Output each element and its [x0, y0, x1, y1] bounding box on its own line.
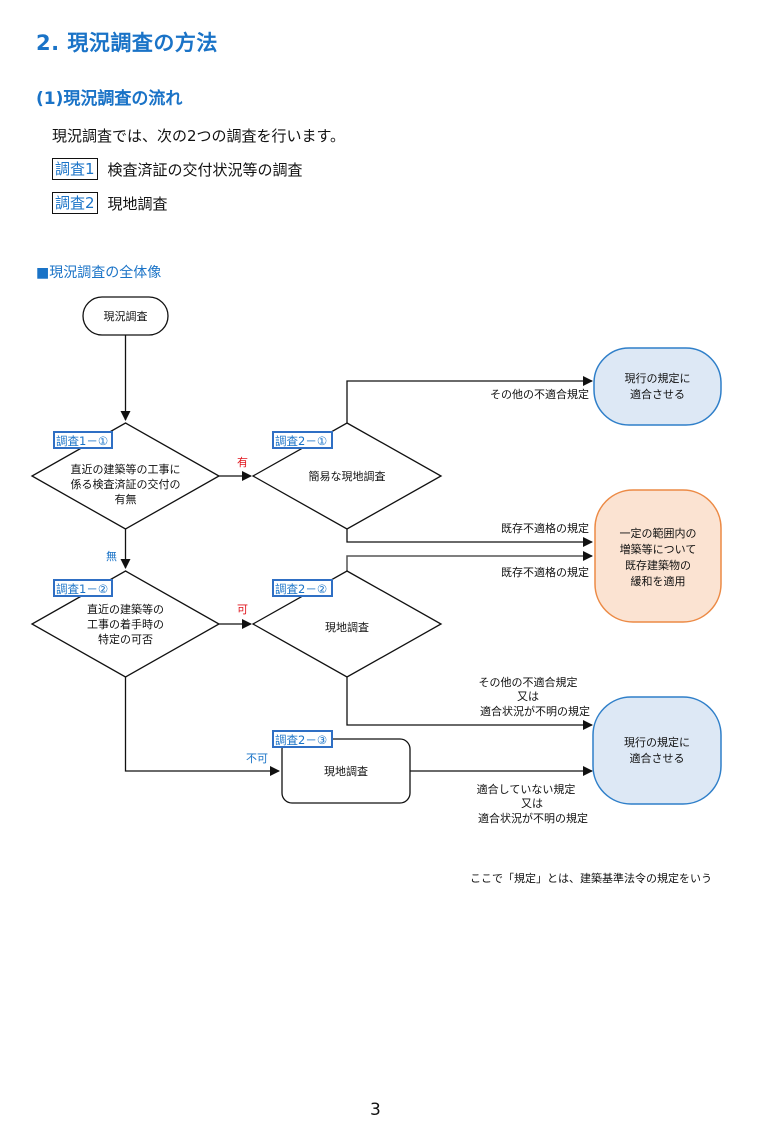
process-2-3: 現地調査 [281, 738, 411, 804]
tag-1-1: 調査1－① [56, 434, 108, 448]
survey-tag: 調査2 [52, 192, 98, 214]
edge-impossible [124, 677, 280, 776]
terminal-comply-1-line: 適合させる [630, 387, 685, 401]
edge-2-3-label-line: 又は [521, 797, 543, 810]
edge-2-1-existing [346, 529, 593, 547]
survey-label: 現地調査 [107, 194, 168, 213]
edge-2-2-other [346, 677, 593, 730]
tag-box [272, 431, 333, 449]
edge-2-3-label-line: 適合していない規定 [477, 782, 576, 796]
page-number: 3 [370, 1100, 381, 1120]
decision-1-2: 直近の建築等の 工事の着手時の 特定の可否 [30, 570, 221, 678]
edge-impossible-label: 不可 [246, 752, 268, 765]
tag-box [272, 579, 333, 597]
survey-tag: 調査1 [52, 158, 98, 180]
tag-box [53, 431, 113, 449]
terminal-relax-line: 既存建築物の [625, 558, 691, 572]
tag-box [272, 730, 333, 748]
edge-2-2-label-line: 又は [517, 690, 539, 703]
decision-2-1: 簡易な現地調査 [251, 422, 443, 530]
edge-possible-label: 可 [237, 603, 248, 616]
decision-1-1: 直近の建築等の工事に 係る検査済証の交付の 有無 [30, 422, 221, 530]
edge-2-1-other-label: その他の不適合規定 [490, 387, 589, 401]
tag-2-2: 調査2－② [275, 582, 327, 596]
edge-2-2-existing [346, 551, 593, 573]
terminal-relax-line: 増築等について [620, 542, 697, 556]
edge-yes-label: 有 [237, 455, 248, 469]
terminal-comply-2-line: 適合させる [630, 751, 685, 765]
edge-existing-2-label: 既存不適格の規定 [501, 565, 589, 579]
start-node: 現況調査 [82, 296, 169, 336]
decision-2-1-label: 簡易な現地調査 [309, 469, 386, 483]
edge-2-1-other [346, 376, 593, 423]
decision-1-2-line: 直近の建築等の [87, 602, 164, 616]
page-heading: 2. 現況調査の方法 [36, 31, 218, 55]
tag-2-3: 調査2－③ [275, 733, 327, 747]
terminal-relax-line: 緩和を適用 [631, 574, 686, 588]
start-label: 現況調査 [104, 309, 148, 323]
terminal-relax-line: 一定の範囲内の [620, 526, 697, 540]
terminal-comply-1: 現行の規定に 適合させる [593, 347, 722, 426]
edge-2-2-label-line: その他の不適合規定 [479, 675, 578, 689]
decision-1-1-line: 有無 [115, 492, 137, 506]
edge-no-label: 無 [106, 549, 117, 563]
edge-2-2-label-line: 適合状況が不明の規定 [480, 704, 590, 718]
terminal-comply-2: 現行の規定に 適合させる [592, 696, 722, 805]
decision-2-2-label: 現地調査 [325, 620, 369, 634]
tag-1-2: 調査1－② [56, 582, 108, 596]
terminal-comply-1-line: 現行の規定に [625, 371, 691, 385]
survey-label: 検査済証の交付状況等の調査 [107, 160, 303, 179]
survey-item-2: 調査2 現地調査 [52, 192, 168, 214]
tag-box [53, 579, 113, 597]
decision-1-2-line: 工事の着手時の [87, 617, 164, 631]
decision-1-1-line: 係る検査済証の交付の [71, 477, 181, 491]
edge-existing-1-label: 既存不適格の規定 [501, 521, 589, 535]
tag-2-1: 調査2－① [275, 434, 327, 448]
decision-1-1-line: 直近の建築等の工事に [71, 462, 181, 476]
terminal-relax: 一定の範囲内の 増築等について 既存建築物の 緩和を適用 [594, 489, 722, 623]
definition-note: ここで「規定」とは、建築基準法令の規定をいう [470, 872, 712, 885]
overview-title: ■現況調査の全体像 [36, 265, 162, 281]
decision-1-2-line: 特定の可否 [98, 632, 153, 646]
terminal-comply-2-line: 現行の規定に [624, 735, 690, 749]
intro-text: 現況調査では、次の2つの調査を行います。 [52, 127, 346, 145]
survey-item-1: 調査1 検査済証の交付状況等の調査 [52, 158, 303, 180]
section-subheading: (1)現況調査の流れ [36, 89, 183, 109]
edge-2-3-label-line: 適合状況が不明の規定 [478, 811, 588, 825]
process-2-3-label: 現地調査 [324, 764, 368, 778]
